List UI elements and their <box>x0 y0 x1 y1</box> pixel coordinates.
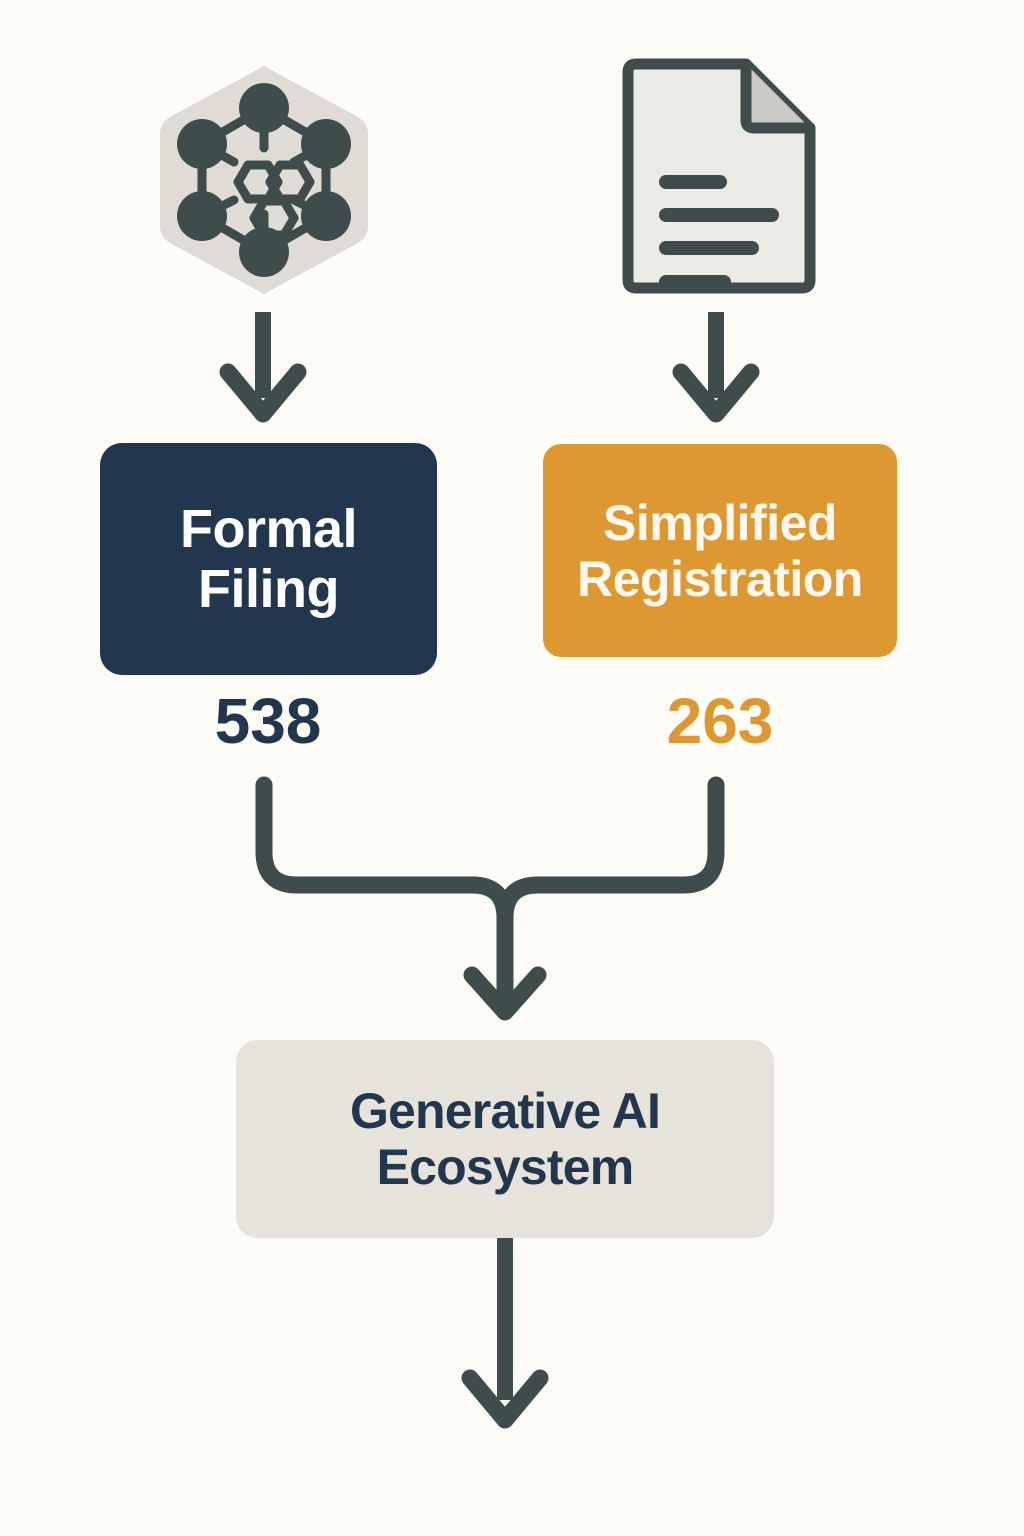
arrow-document-to-simplified-registration <box>672 312 760 423</box>
node-simplified-registration[interactable]: Simplified Registration <box>543 444 897 657</box>
node-generative-ai-ecosystem[interactable]: Generative AI Ecosystem <box>236 1040 774 1238</box>
node-simplified-registration-label: Simplified Registration <box>577 494 863 607</box>
count-simplified-registration: 263 <box>666 685 774 757</box>
count-formal-filing: 538 <box>214 685 322 757</box>
document-icon <box>612 56 820 296</box>
network-hexagon-icon <box>152 62 376 298</box>
arrow-ecosystem-downstream <box>461 1238 549 1429</box>
node-formal-filing[interactable]: Formal Filing <box>100 443 437 675</box>
node-formal-filing-label: Formal Filing <box>179 498 358 619</box>
arrow-hexagon-to-formal-filing <box>219 312 307 423</box>
merge-connector-to-ecosystem <box>255 776 725 1021</box>
node-generative-ai-ecosystem-label: Generative AI Ecosystem <box>349 1083 661 1195</box>
